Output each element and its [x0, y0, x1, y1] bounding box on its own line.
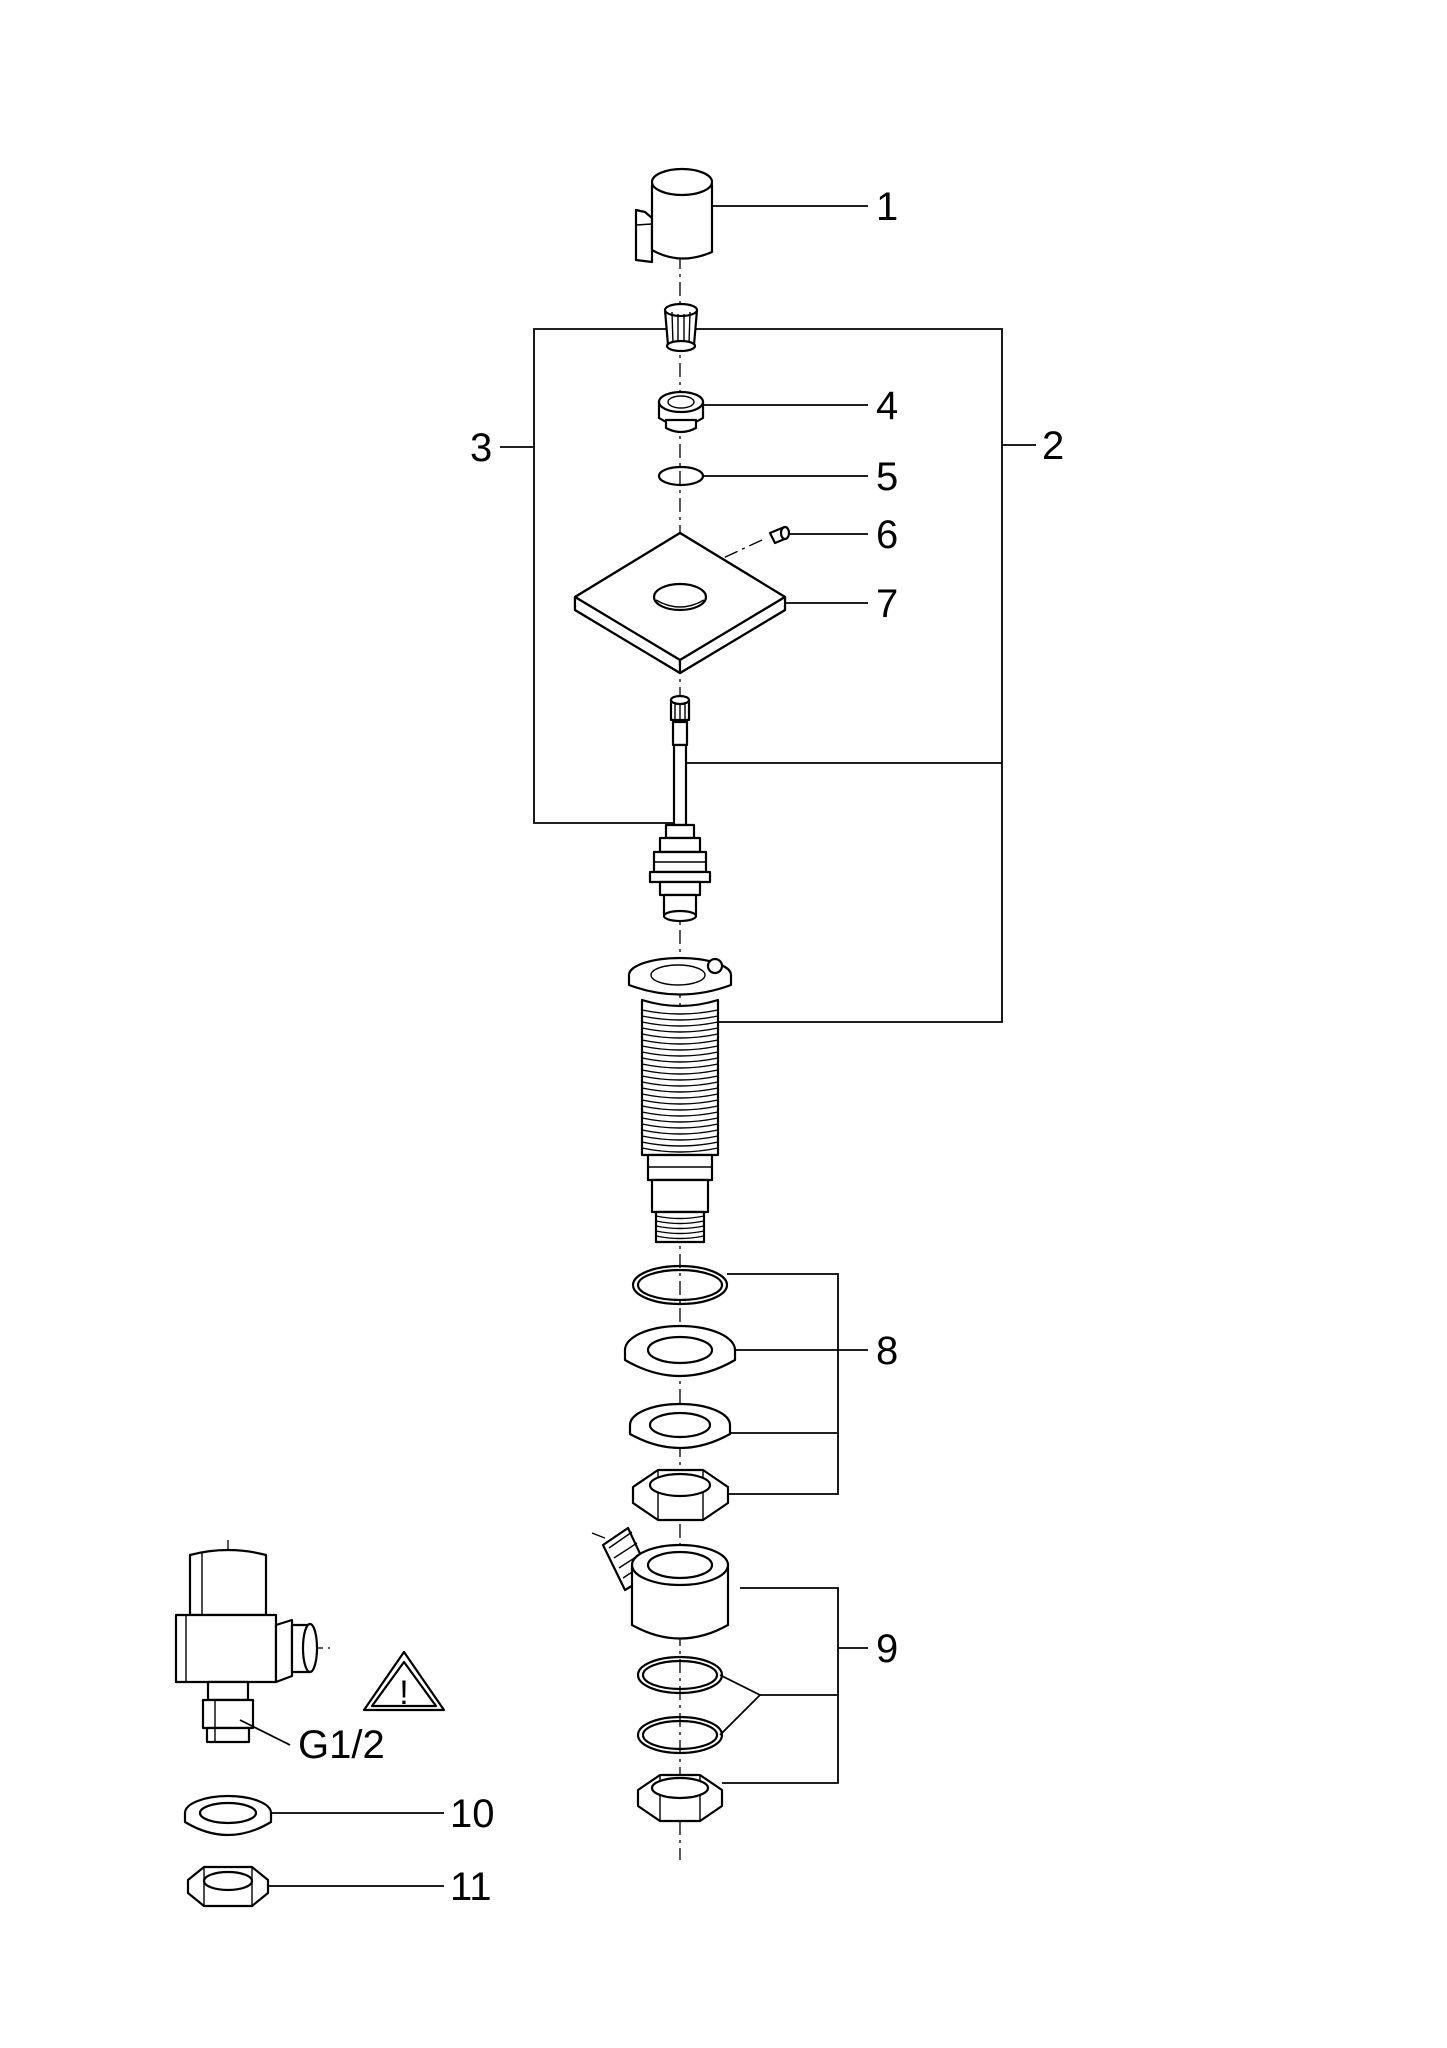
- callout-10: 10: [450, 1792, 495, 1836]
- part-9-connection-elbow: [591, 1526, 730, 1823]
- callout-9: 9: [876, 1627, 898, 1671]
- part-4-bushing: [657, 390, 705, 434]
- valve-cartridge: [648, 694, 712, 923]
- warning-triangle-icon: [362, 1650, 446, 1712]
- callout-1: 1: [876, 185, 898, 229]
- callout-2: 2: [1042, 424, 1064, 468]
- part-8-seal-set: [623, 1264, 737, 1522]
- part-7-square-rosette: [573, 531, 787, 675]
- callout-11: 11: [450, 1865, 492, 1909]
- leader-lines: [500, 205, 1036, 1784]
- part-1-handle: [634, 167, 714, 264]
- part-5-o-ring: [657, 465, 705, 487]
- threaded-housing: [627, 956, 733, 1244]
- callout-4: 4: [876, 384, 898, 428]
- part-11-nut: [186, 1865, 444, 1908]
- thread-size-label: G1/2: [298, 1723, 385, 1767]
- callout-6: 6: [876, 513, 898, 557]
- inset-connection-detail: [174, 1540, 330, 1746]
- callout-8: 8: [876, 1329, 898, 1373]
- part-10-washer: [183, 1794, 444, 1837]
- callout-5: 5: [876, 455, 898, 499]
- spline-adapter: [663, 302, 699, 353]
- callout-7: 7: [876, 582, 898, 626]
- warning-exclamation: !: [399, 1674, 408, 1712]
- callout-3: 3: [470, 426, 492, 470]
